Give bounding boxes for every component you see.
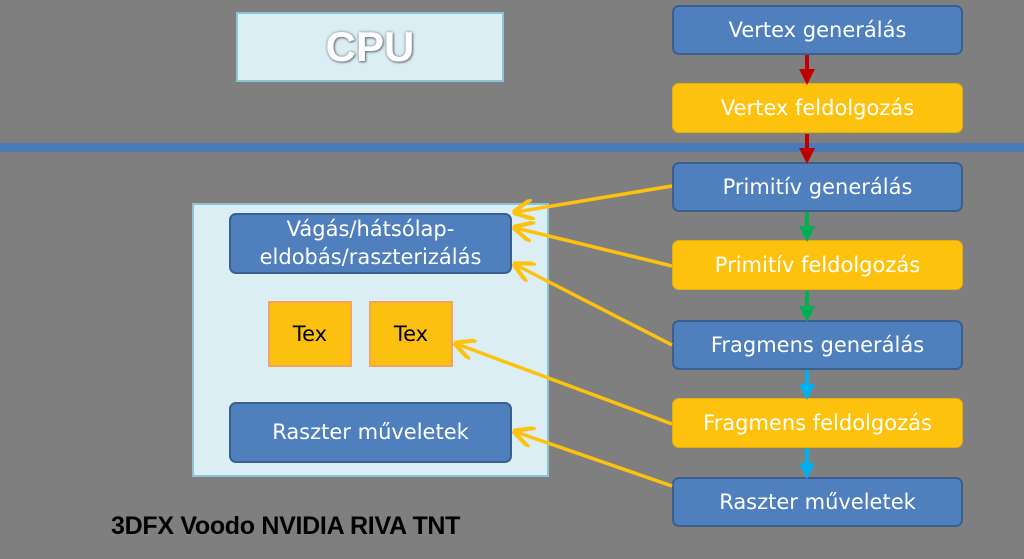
stage-fragment-generation-label: Fragmens generálás xyxy=(710,333,925,357)
arrow-raster-operations-to-raster-unit xyxy=(516,432,673,488)
stage-primitive-generation-label: Primitív generálás xyxy=(722,175,913,199)
arrow-primitive-processing-to-clipping xyxy=(516,228,673,268)
stage-raster-operations-label: Raszter műveletek xyxy=(719,490,916,514)
cpu-box: CPU xyxy=(236,12,504,82)
stage-vertex-generation-label: Vertex generálás xyxy=(728,18,907,42)
raster-operations-unit: Raszter műveletek xyxy=(229,402,512,463)
cpu-label: CPU xyxy=(325,23,415,70)
arrow-primitive-generation-to-clipping xyxy=(516,184,673,212)
texture-unit-2: Tex xyxy=(369,301,453,367)
texture-unit-2-label: Tex xyxy=(393,322,429,346)
stage-vertex-generation: Vertex generálás xyxy=(672,5,963,55)
stage-raster-operations: Raszter műveletek xyxy=(672,477,963,527)
stage-fragment-processing-label: Fragmens feldolgozás xyxy=(703,411,932,435)
arrow-fragment-generation-to-clipping xyxy=(516,265,673,347)
clipping-unit-line2: eldobás/raszterizálás xyxy=(259,244,482,269)
clipping-culling-rasterization-unit: Vágás/hátsólap- eldobás/raszterizálás xyxy=(229,213,512,274)
cpu-gpu-divider xyxy=(0,143,1024,152)
stage-primitive-generation: Primitív generálás xyxy=(672,162,963,212)
arrow-fragment-processing-to-tex xyxy=(457,344,673,426)
clipping-unit-line1: Vágás/hátsólap- xyxy=(286,217,455,242)
stage-vertex-processing-label: Vertex feldolgozás xyxy=(720,96,915,120)
stage-primitive-processing: Primitív feldolgozás xyxy=(672,240,963,290)
stage-fragment-generation: Fragmens generálás xyxy=(672,320,963,370)
stage-primitive-processing-label: Primitív feldolgozás xyxy=(714,253,921,277)
hardware-caption: 3DFX Voodo NVIDIA RIVA TNT xyxy=(111,512,461,540)
stage-vertex-processing: Vertex feldolgozás xyxy=(672,83,963,133)
stage-fragment-processing: Fragmens feldolgozás xyxy=(672,398,963,448)
raster-operations-unit-label: Raszter műveletek xyxy=(272,419,469,444)
texture-unit-1-label: Tex xyxy=(292,322,328,346)
texture-unit-1: Tex xyxy=(268,301,352,367)
